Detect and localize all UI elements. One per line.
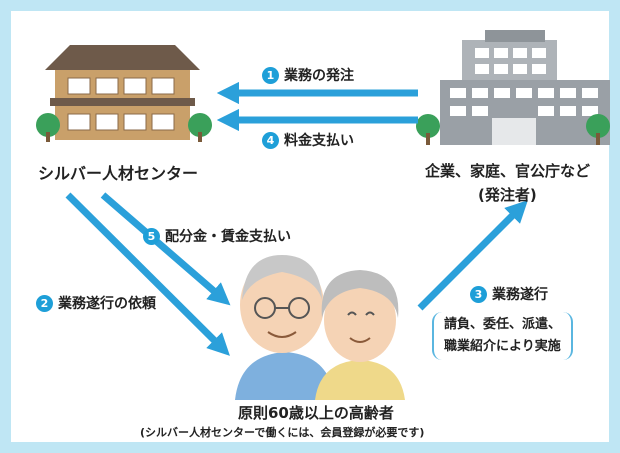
step-3-badge: 3 (470, 285, 487, 303)
step-1-text: 業務の発注 (284, 68, 354, 84)
arrow-request (65, 192, 230, 356)
step-1-badge: 1 (262, 66, 279, 84)
client-label-line2: (発注者) (478, 186, 537, 204)
step-2-text: 業務遂行の依頼 (58, 296, 156, 312)
step-2-label: 2 業務遂行の依頼 (36, 293, 156, 313)
seniors-note: (シルバー人材センターで働くには、会員登録が必要です) (140, 426, 425, 439)
step-3-text: 業務遂行 (492, 287, 548, 303)
step-5-label: 5 配分金・賃金支払い (143, 226, 291, 246)
arrow-execution (417, 200, 528, 311)
step-4-label: 4 料金支払い (262, 130, 354, 150)
step-3-detail: 請負、委任、派遣、 職業紹介により実施 (432, 312, 574, 360)
step-1-label: 1 業務の発注 (262, 65, 354, 85)
step-3-detail-line2: 職業紹介により実施 (444, 339, 561, 354)
step-3-detail-line1: 請負、委任、派遣、 (444, 317, 562, 332)
client-office-building-icon (416, 30, 610, 145)
step-2-badge: 2 (36, 294, 53, 312)
arrow-distribution (100, 192, 231, 306)
step-5-text: 配分金・賃金支払い (165, 229, 291, 245)
step-5-badge: 5 (143, 227, 160, 245)
client-label-line1: 企業、家庭、官公庁など (425, 162, 591, 180)
seniors-couple-icon (235, 255, 405, 400)
silver-center-building-icon (36, 45, 212, 142)
seniors-title: 原則60歳以上の高齢者 (238, 404, 394, 422)
step-4-badge: 4 (262, 131, 279, 149)
silver-center-label: シルバー人材センター (38, 164, 199, 183)
step-4-text: 料金支払い (284, 133, 354, 149)
step-3-label: 3 業務遂行 (470, 284, 548, 304)
